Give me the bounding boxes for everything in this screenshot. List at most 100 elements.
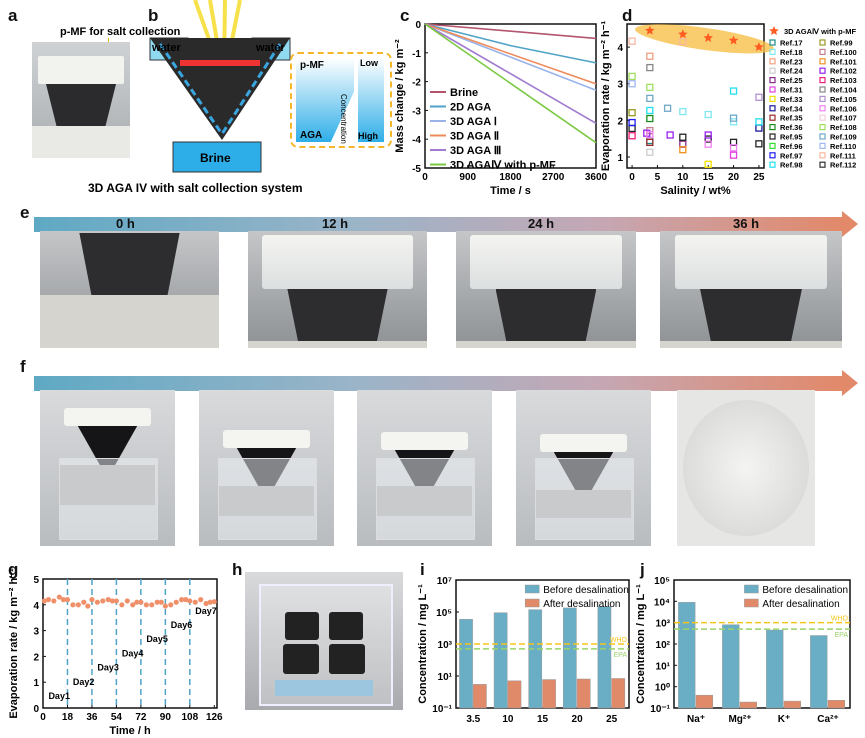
y-tick-label: 3 [33,627,39,638]
legend-swatch [769,48,776,56]
threshold-label: EPA [835,632,849,639]
legend-label: Ref.96 [780,142,803,151]
legend-label: Ref.100 [830,48,857,57]
data-point [64,597,71,603]
bar [473,684,487,709]
y-tick-label: 10⁷ [437,576,452,587]
ref-point [666,131,674,139]
bar [563,607,577,709]
low-label: Low [360,58,378,68]
panel-label-b: b [148,6,159,25]
legend-label: Ref.31 [780,86,803,95]
ref-point [628,109,636,117]
legend-swatch [524,598,540,608]
y-tick-label: -2 [412,78,421,89]
y-axis-label: Evaporation rate / kg m⁻² h⁻¹ [600,20,612,171]
y-tick-label: 1 [617,153,623,164]
legend-label: Before desalination [762,585,848,596]
bar [678,602,696,709]
legend-label: Brine [450,87,478,99]
ref-point [755,140,763,148]
highlight-point [645,25,655,35]
legend-swatch [524,584,540,594]
y-tick-label: -1 [412,49,421,60]
legend-label: 3D AGAⅣ with p-MF [784,27,856,36]
data-point [134,599,140,605]
water-label-left: water [152,42,181,54]
y-tick-label: 3 [617,80,623,91]
legend-label: Ref.103 [830,76,857,85]
x-axis-label: Salinity / wt% [660,185,731,197]
data-point [198,597,204,603]
data-point [158,599,164,605]
legend-swatch [769,39,776,46]
panel-label-a: a [8,6,18,25]
y-tick-label: -5 [412,164,421,175]
legend-label: Ref.106 [830,104,857,113]
legend-label: Ref.108 [830,123,857,132]
panel-label-e: e [20,203,30,222]
legend-label: 3D AGA Ⅲ [450,145,501,157]
x-tick-label: 90 [160,712,172,723]
ref-point [729,144,738,152]
series-line [424,23,597,125]
y-tick-label: 10⁻¹ [650,704,670,715]
x-tick-label: K⁺ [778,714,791,725]
legend-swatch [819,67,826,74]
data-point [75,602,81,608]
bar [810,635,828,709]
ref-point [729,87,738,95]
legend-label: 3D AGA Ⅰ [450,116,497,128]
legend-label: Ref.25 [780,76,803,85]
y-tick-label: 1 [33,678,39,689]
legend-label: Ref.105 [830,95,857,104]
photo-h [245,572,403,710]
ref-point [755,124,763,132]
bar [459,619,473,709]
bar [695,694,713,709]
y-tick-label: 4 [33,601,39,612]
plot-frame [42,578,218,709]
y-axis-label: Concentration / mg L⁻¹ [417,584,429,704]
bar [493,612,508,709]
legend-label: Ref.33 [780,95,803,104]
ref-point [729,151,738,159]
data-point [119,602,125,608]
bar [507,680,522,709]
data-point [203,600,209,607]
y-axis-label: Concentration / mg L⁻¹ [635,584,647,704]
x-tick-label: 25 [606,714,618,725]
day-label: Day2 [73,677,95,687]
legend-label: 3D AGAⅣ with p-MF [450,160,556,172]
water-label-right: water [256,42,285,54]
ref-point [646,63,654,72]
legend-swatch [769,123,776,131]
photo-e [40,231,219,348]
data-point [94,599,100,605]
y-tick-label: 10⁻¹ [432,704,452,715]
y-tick-label: 2 [617,116,623,127]
y-tick-label: 5 [33,575,39,586]
data-point [85,603,91,609]
data-point [211,599,217,605]
ref-point [663,104,672,112]
bar [597,606,612,709]
bar [722,624,740,709]
plot-frame [626,23,765,169]
legend-swatch [769,67,776,74]
legend-label: Before desalination [543,585,629,596]
x-tick-label: 2700 [542,172,565,183]
y-tick-label: 0 [415,20,421,31]
x-tick-label: 72 [135,712,147,723]
x-tick-label: 5 [655,172,661,183]
y-axis-label: Evaporation rate / kg m⁻² h⁻¹ [8,568,20,719]
ref-point [628,72,636,81]
legend-label: Ref.18 [780,48,803,57]
x-tick-label: 10 [677,172,689,183]
data-point [179,597,185,603]
ref-point [704,131,712,139]
data-point [154,599,160,605]
ref-point [729,118,738,126]
ref-point [679,133,687,141]
